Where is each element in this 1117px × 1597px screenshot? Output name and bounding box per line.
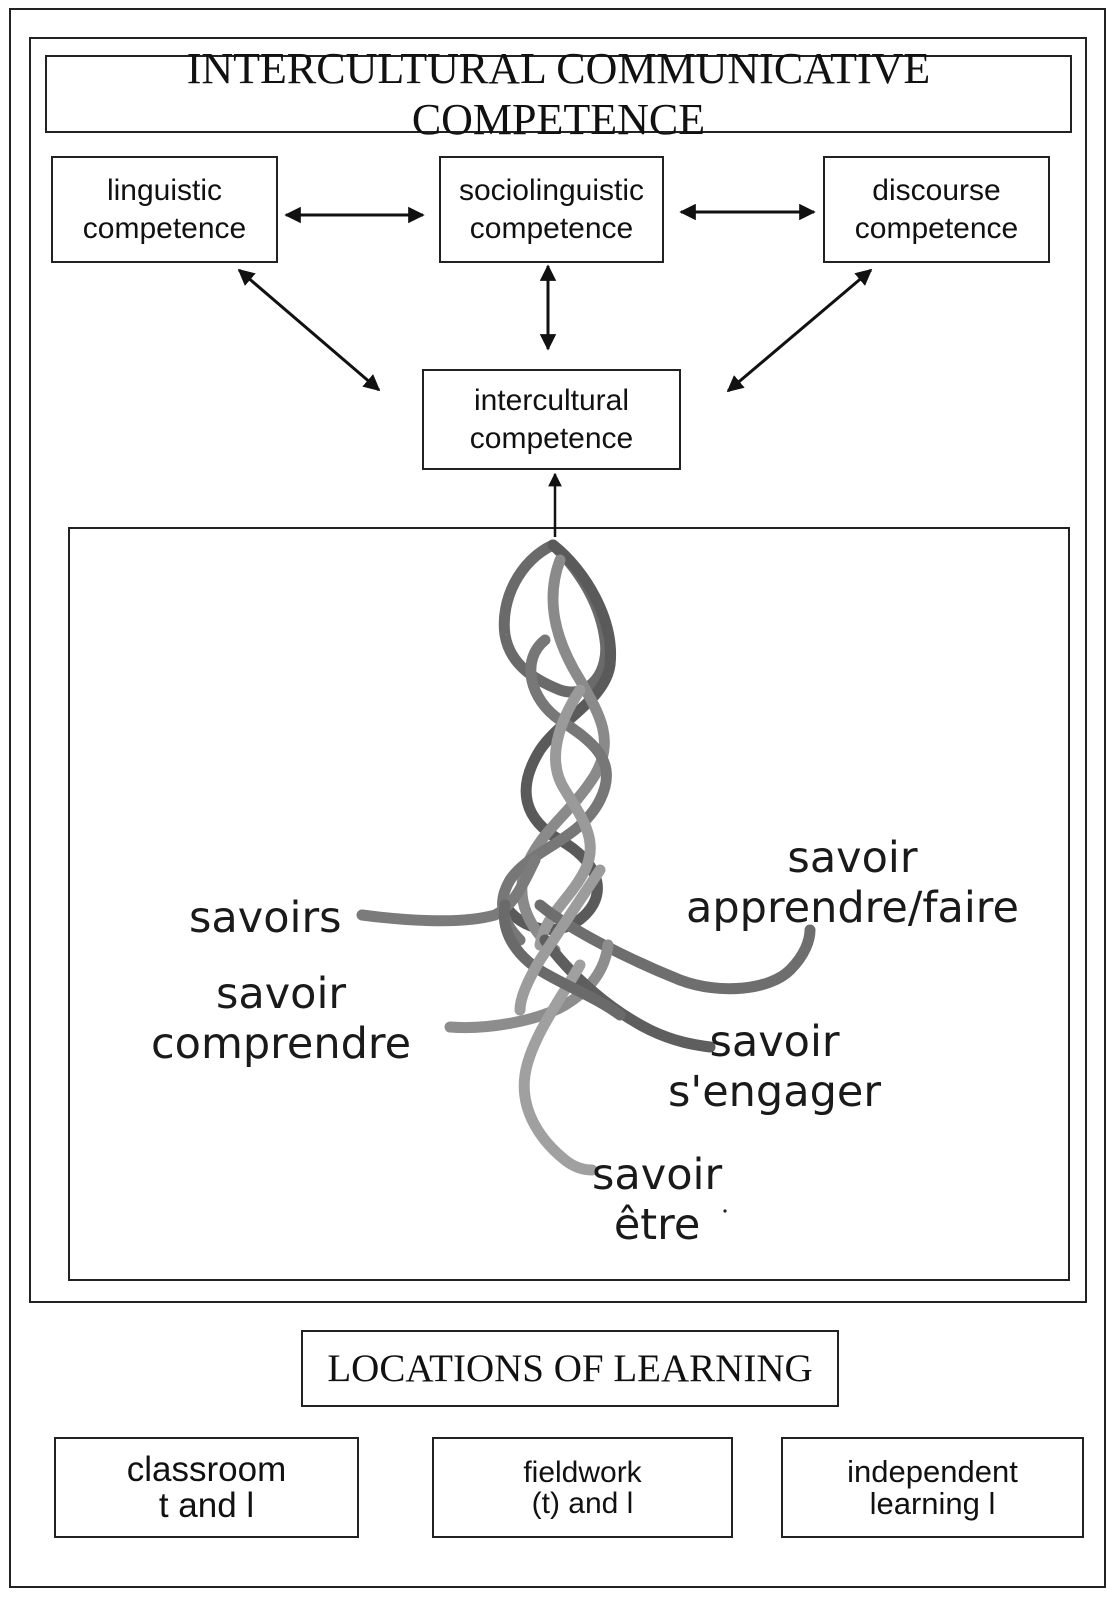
intercultural-competence-box: intercultural competence bbox=[422, 369, 681, 470]
competence-frame bbox=[29, 37, 1087, 1303]
classroom-line2: t and l bbox=[158, 1485, 255, 1525]
discourse-label-line1: discourse bbox=[872, 173, 1001, 207]
strand-group bbox=[356, 539, 816, 1176]
savoirs-panel bbox=[68, 527, 1070, 1281]
label-savoirs: savoirs bbox=[189, 893, 342, 943]
discourse-competence-box: discourse competence bbox=[823, 156, 1050, 263]
location-fieldwork-box: fieldwork (t) and l bbox=[432, 1437, 733, 1538]
strand-braid-d bbox=[534, 684, 596, 951]
stray-dot bbox=[723, 1209, 727, 1213]
sociolinguistic-label-line1: sociolinguistic bbox=[458, 173, 645, 207]
strand-comprendre bbox=[444, 939, 614, 1034]
discourse-label-line2: competence bbox=[854, 211, 1019, 245]
fieldwork-line2: (t) and l bbox=[531, 1486, 634, 1520]
sociolinguistic-label-line2: competence bbox=[469, 211, 634, 245]
strand-etre bbox=[518, 959, 598, 1176]
main-title-box: INTERCULTURAL COMMUNICATIVE COMPETENCE bbox=[45, 44, 1072, 144]
main-title: INTERCULTURAL COMMUNICATIVE COMPETENCE bbox=[186, 44, 931, 144]
independent-line1: independent bbox=[847, 1453, 1018, 1489]
linguistic-label-line1: linguistic bbox=[106, 173, 223, 207]
location-classroom-box: classroom t and l bbox=[54, 1437, 359, 1538]
locations-title: LOCATIONS OF LEARNING bbox=[327, 1347, 813, 1390]
independent-line2: learning l bbox=[869, 1485, 996, 1521]
label-savoir-apprendre: savoir apprendre/faire bbox=[686, 833, 1019, 933]
label-savoir-etre: savoir être bbox=[592, 1150, 723, 1250]
strand-cross-1 bbox=[498, 899, 626, 1021]
arrow-linguistic-intercultural bbox=[237, 268, 381, 392]
label-savoir-comprendre: savoir comprendre bbox=[151, 969, 412, 1069]
label-savoir-engager: savoir s'engager bbox=[668, 1017, 882, 1117]
locations-title-box: LOCATIONS OF LEARNING bbox=[301, 1330, 839, 1407]
sociolinguistic-competence-box: sociolinguistic competence bbox=[439, 156, 664, 263]
location-independent-box: independent learning l bbox=[781, 1437, 1084, 1538]
strand-engager bbox=[539, 934, 716, 1053]
linguistic-label-line2: competence bbox=[82, 211, 247, 245]
strand-cross-2 bbox=[514, 864, 606, 1016]
arrow-discourse-intercultural bbox=[726, 268, 873, 393]
strand-savoirs bbox=[356, 854, 541, 927]
strand-apprendre bbox=[534, 899, 816, 995]
intercultural-label-line1: intercultural bbox=[473, 383, 630, 417]
outer-frame bbox=[9, 8, 1106, 1588]
strand-braid-c bbox=[497, 634, 612, 946]
linguistic-competence-box: linguistic competence bbox=[51, 156, 278, 263]
fieldwork-line1: fieldwork bbox=[523, 1455, 642, 1489]
classroom-line1: classroom bbox=[126, 1449, 287, 1489]
intercultural-label-line2: competence bbox=[469, 421, 634, 455]
strand-braid-a bbox=[499, 539, 617, 935]
